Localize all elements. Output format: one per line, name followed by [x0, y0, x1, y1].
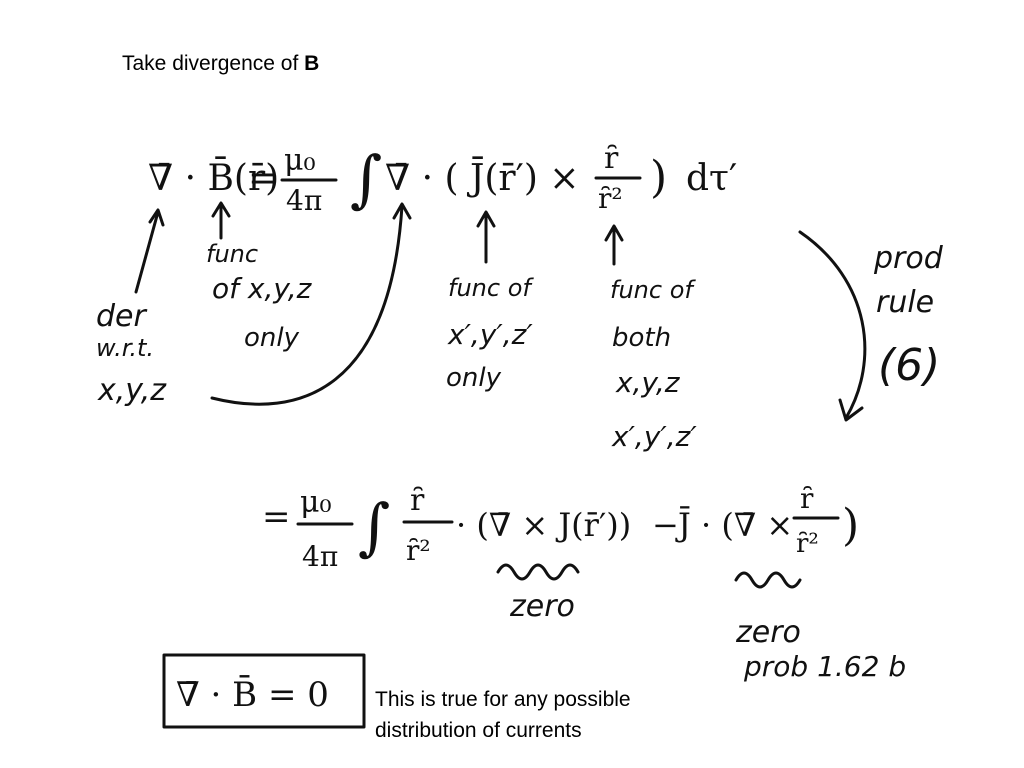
note-func-both-3: x,y,z — [615, 366, 681, 399]
boxed-result: ∇̄ · B̄ = 0 — [162, 653, 366, 729]
annotation-arrows — [134, 201, 867, 422]
note-prod-3: (6) — [878, 340, 940, 391]
note-func-both-4: x′,y′,z′ — [611, 420, 697, 453]
eq2-mu0: μ₀ — [300, 485, 332, 520]
title-text: Take divergence of — [122, 52, 305, 75]
eq2-four-pi: 4π — [302, 540, 338, 573]
eq2-term1: · (∇̄ × J(r̄′)) — [456, 506, 631, 544]
title-bold-b: B — [304, 52, 320, 75]
note-prod-1: prod — [873, 241, 944, 276]
note-func-both-2: both — [612, 323, 671, 353]
eq1-r-squared: ȓ² — [598, 182, 623, 215]
eq2-integral: ∫ — [358, 490, 390, 563]
arrow-func-xyz-head — [211, 201, 231, 218]
eq2-close-paren: ) — [842, 500, 859, 551]
zero-label-1: zero — [509, 589, 575, 624]
equation-2: = μ₀ 4π ∫ ȓ ȓ² · (∇̄ × J(r̄′)) − J̄ · (∇… — [262, 482, 859, 573]
eq1-four-pi: 4π — [286, 184, 322, 217]
note-func-both-1: func of — [610, 276, 696, 304]
eq2-r-hat-2: ȓ — [800, 482, 814, 515]
arrow-func-both-head — [604, 224, 624, 242]
note-der-3: x,y,z — [97, 373, 167, 408]
note-func-primed-1: func of — [448, 274, 534, 302]
result-equation: ∇̄ · B̄ = 0 — [176, 674, 329, 715]
arrow-curve-head — [392, 202, 412, 220]
result-box — [162, 653, 366, 729]
note-func-xyz-2: of x,y,z — [212, 272, 313, 305]
slide-title: Take divergence of B — [122, 50, 319, 78]
zero-label-2: zero — [735, 615, 801, 650]
squiggle-2 — [734, 571, 802, 589]
note-func-xyz-3: only — [244, 323, 300, 353]
eq1-d-tau: dτ′ — [686, 158, 737, 199]
zero-annotations: zero zero prob 1.62 b — [496, 563, 906, 683]
prob-reference: prob 1.62 b — [743, 650, 906, 683]
eq2-term2: J̄ · (∇̄ × — [675, 506, 793, 544]
eq1-r-hat: ȓ — [604, 141, 619, 176]
equation-1: ∇̄ · B̄(r̄) = μ₀ 4π ∫ ∇̄ · ( J̄(r̄′) × ȓ… — [148, 141, 737, 217]
note-der-1: der — [96, 299, 148, 334]
eq2-r-squared-2: ȓ² — [796, 529, 819, 559]
eq1-integral: ∫ — [350, 142, 382, 215]
note-der-2: w.r.t. — [96, 334, 154, 362]
caption-line-2: distribution of currents — [375, 719, 582, 742]
arrow-prod-rule-head — [838, 398, 864, 422]
eq2-equals: = — [262, 497, 291, 537]
eq2-r-hat: ȓ — [410, 483, 425, 518]
arrow-der-head — [148, 208, 165, 227]
note-func-xyz-1: func — [206, 240, 258, 268]
eq1-close-paren: ) — [650, 152, 667, 203]
eq2-minus: − — [652, 506, 679, 544]
handwritten-notes: func of x,y,z only der w.r.t. x,y,z func… — [96, 240, 944, 453]
eq1-integrand: ∇̄ · ( J̄(r̄′) × — [385, 156, 579, 199]
arrow-curve-to-del — [210, 204, 404, 406]
arrow-func-primed-head — [476, 210, 496, 228]
caption: This is true for any possible distributi… — [375, 684, 715, 746]
note-func-primed-2: x′,y′,z′ — [447, 318, 533, 351]
note-func-primed-3: only — [446, 363, 502, 393]
eq2-r-squared: ȓ² — [406, 534, 431, 567]
squiggle-1 — [496, 563, 580, 581]
eq1-equals: = — [248, 158, 278, 199]
arrow-prod-rule — [798, 230, 867, 420]
arrow-der — [134, 210, 160, 294]
eq1-mu0: μ₀ — [284, 143, 316, 178]
note-prod-2: rule — [876, 285, 934, 320]
eq1-lhs: ∇̄ · B̄(r̄) — [148, 156, 279, 199]
caption-line-1: This is true for any possible — [375, 688, 631, 711]
